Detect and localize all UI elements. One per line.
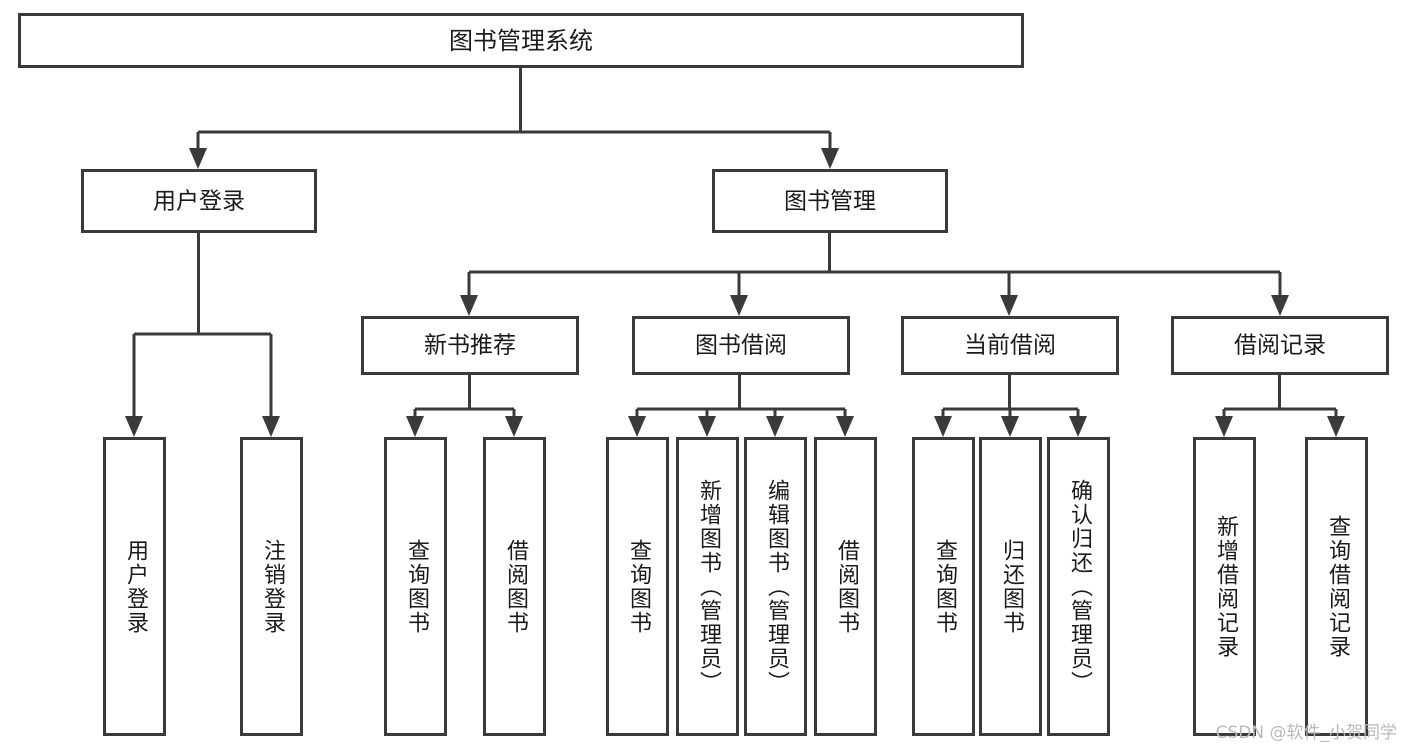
arrow-head-icon [1327,416,1345,437]
arrow-head-icon [406,416,424,437]
arrow-head-icon [125,416,143,437]
connector-currentborrow-to-leaves [934,374,1087,437]
arrow-head-icon [766,416,784,437]
arrow-head-icon [1001,416,1019,437]
node-book-borrow[interactable]: 图书借阅 [632,316,850,375]
arrow-head-icon [189,148,207,169]
node-book-management-label: 图书管理 [784,189,876,215]
leaf-box-query-book-3[interactable] [912,437,975,736]
node-user-login-label: 用户登录 [153,189,245,215]
leaf-box-query-book-1[interactable] [384,437,447,736]
node-current-borrow-label: 当前借阅 [964,333,1056,359]
arrow-head-icon [698,416,716,437]
arrow-head-icon [505,416,523,437]
leaf-box-borrow-book-1[interactable] [483,437,546,736]
arrow-head-icon [460,295,478,316]
leaf-box-return-book[interactable] [979,437,1042,736]
node-book-management[interactable]: 图书管理 [712,169,948,233]
node-book-borrow-label: 图书借阅 [695,333,787,359]
connector-newbook-to-leaves [406,374,523,437]
node-borrow-record[interactable]: 借阅记录 [1171,316,1389,375]
arrow-head-icon [262,416,280,437]
arrow-head-icon [1000,295,1018,316]
connector-userlogin-to-leaves [125,232,280,437]
arrow-head-icon [1069,416,1087,437]
arrow-head-icon [821,148,839,169]
connector-bookmgmt-to-level3 [460,232,1289,316]
arrow-head-icon [836,416,854,437]
node-current-borrow[interactable]: 当前借阅 [901,316,1119,375]
arrow-head-icon [730,295,748,316]
node-new-book-recommend[interactable]: 新书推荐 [361,316,579,375]
leaf-box-borrow-book-2[interactable] [814,437,877,736]
arrow-head-icon [1271,295,1289,316]
node-borrow-record-label: 借阅记录 [1234,333,1326,359]
arrow-head-icon [628,416,646,437]
arrow-head-icon [1215,416,1233,437]
leaf-box-confirm-return-admin[interactable] [1047,437,1110,736]
arrow-head-icon [934,416,952,437]
node-root-label: 图书管理系统 [449,27,593,55]
node-root-system[interactable]: 图书管理系统 [18,13,1024,68]
leaf-box-query-book-2[interactable] [606,437,669,736]
connector-borrowrecord-to-leaves [1215,374,1345,437]
leaf-box-add-book-admin[interactable] [676,437,739,736]
node-new-book-recommend-label: 新书推荐 [424,333,516,359]
leaf-box-user-login[interactable] [103,437,166,736]
connector-bookborrow-to-leaves [628,374,854,437]
leaf-box-add-borrow-record[interactable] [1193,437,1256,736]
leaf-box-edit-book-admin[interactable] [744,437,807,736]
leaf-box-query-borrow-record[interactable] [1305,437,1368,736]
leaf-box-user-logout[interactable] [240,437,303,736]
connector-root-to-level2 [189,67,839,169]
node-user-login[interactable]: 用户登录 [81,169,317,233]
watermark-text: CSDN @软件_小贺同学 [1215,723,1397,743]
